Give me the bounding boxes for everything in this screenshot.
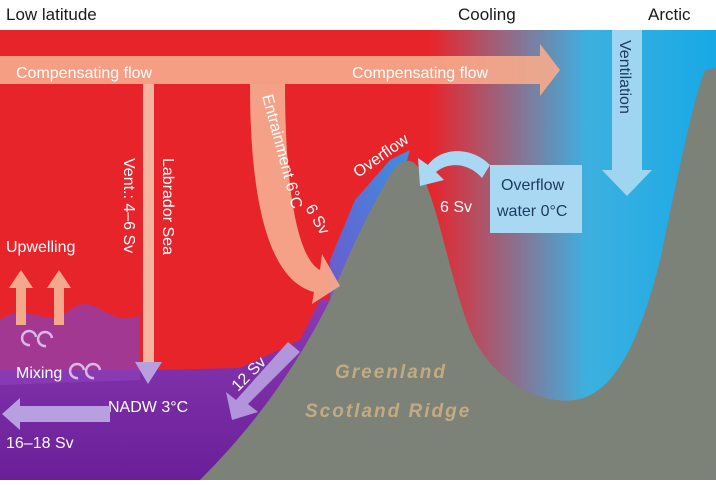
- mixing-swirl-icon: [68, 362, 86, 380]
- upwelling-arrow-1: [9, 270, 33, 325]
- nadw-label: NADW 3°C: [108, 399, 188, 416]
- header-low-latitude: Low latitude: [6, 5, 97, 24]
- overflow-rate-label: 6 Sv: [440, 199, 472, 216]
- ridge-label-scotland: Scotland Ridge: [305, 401, 471, 422]
- mixing-swirl-icon: [84, 362, 102, 380]
- upwelling-arrow-2: [47, 270, 71, 325]
- mixing-label: Mixing: [16, 365, 62, 382]
- overflow-water-line2: water 0°C: [496, 203, 567, 220]
- entrainment-arrow: [250, 84, 340, 304]
- labrador-sea-label: Labrador Sea: [159, 158, 176, 255]
- upwelling-label: Upwelling: [6, 239, 75, 256]
- overflow-water-line1: Overflow: [501, 177, 565, 194]
- outflow-arrow: [2, 398, 110, 430]
- header-cooling: Cooling: [458, 5, 516, 24]
- mixing-zone: [0, 304, 140, 385]
- greenland-scotland-ridge: [200, 68, 716, 480]
- ventilation-arrow: [602, 30, 652, 196]
- header-band: [0, 0, 716, 30]
- overflow-water-arrow: [418, 151, 490, 186]
- compensating-flow-right-label: Compensating flow: [352, 65, 489, 82]
- labrador-sea-arrow-shaft: [143, 84, 154, 364]
- overflow-water-box: [490, 165, 582, 233]
- labrador-sea-arrow-head: [135, 362, 162, 384]
- header-arctic: Arctic: [648, 5, 691, 24]
- compensating-flow-left-label: Compensating flow: [16, 65, 153, 82]
- mixing-swirl-icon: [36, 330, 54, 348]
- vent-rate-label: Vent.: 4–6 Sv: [120, 158, 137, 253]
- ridge-label-greenland: Greenland: [335, 362, 447, 383]
- sixteen-sv-label: 16–18 Sv: [6, 435, 74, 452]
- mixing-swirl-icon: [20, 329, 38, 347]
- compensating-flow-arrow: [0, 44, 560, 96]
- mixing-swirl-icons: [20, 329, 102, 380]
- ventilation-label: Ventilation: [616, 40, 633, 114]
- deep-flow-12sv-arrow: [226, 342, 300, 420]
